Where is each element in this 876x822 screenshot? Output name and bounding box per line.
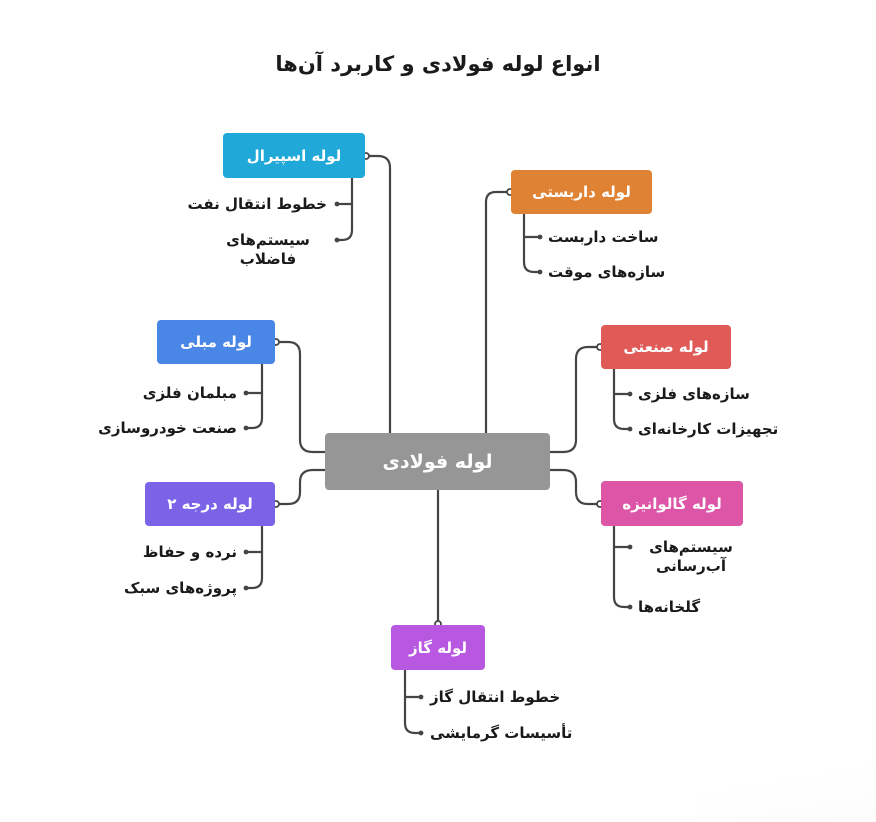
- center-node-label: لوله فولادی: [382, 450, 493, 473]
- leaf-gas-pipelines: خطوط انتقال گاز: [430, 688, 561, 706]
- connector-industrial: [548, 345, 601, 454]
- leaf-line: آب‌رسانی: [655, 557, 727, 575]
- node-grade2-pipe[interactable]: لوله درجه ۲: [145, 482, 275, 526]
- leaf-metal-structures: سازه‌های فلزی: [638, 385, 750, 403]
- leaf-line: سیستم‌های: [226, 231, 310, 249]
- diagram-title: انواع لوله فولادی و کاربرد آن‌ها: [275, 52, 601, 76]
- node-label: لوله مبلی: [180, 333, 252, 351]
- leaf-water-supply-systems: سیستم‌های آب‌رسانی: [636, 538, 746, 576]
- leaf-metal-furniture: مبلمان فلزی: [142, 384, 237, 402]
- node-label: لوله صنعتی: [623, 338, 709, 356]
- leaf-greenhouses: گلخانه‌ها: [638, 598, 701, 616]
- leaf-line: سیستم‌های: [649, 538, 733, 556]
- leaf-sewage-systems: سیستم‌های فاضلاب: [208, 231, 328, 269]
- leaf-automotive-industry: صنعت خودروسازی: [98, 419, 237, 437]
- node-industrial-pipe[interactable]: لوله صنعتی: [601, 325, 731, 369]
- leaf-scaffold-building: ساخت داربست: [548, 228, 659, 246]
- node-furniture-pipe[interactable]: لوله مبلی: [157, 320, 275, 364]
- connector-grade2: [275, 468, 327, 506]
- leaf-temporary-structures: سازه‌های موقت: [548, 263, 666, 281]
- leaf-factory-equipment: تجهیزات کارخانه‌ای: [638, 420, 779, 438]
- connector-furniture: [275, 340, 327, 454]
- leaf-line: فاضلاب: [239, 250, 297, 268]
- node-label: لوله گاز: [409, 638, 467, 657]
- node-galvanized-pipe[interactable]: لوله گالوانیزه: [601, 481, 743, 526]
- node-label: لوله اسپیرال: [246, 146, 342, 165]
- connector-spiral: [365, 154, 392, 435]
- node-label: لوله داربستی: [532, 183, 631, 201]
- leaf-light-projects: پروژه‌های سبک: [123, 579, 237, 597]
- leaf-heating-installations: تأسیسات گرمایشی: [430, 724, 573, 742]
- node-label: لوله گالوانیزه: [622, 494, 722, 513]
- leaf-railings-guards: نرده و حفاظ: [142, 543, 237, 561]
- connector-galvanized: [548, 468, 601, 506]
- node-scaffold-pipe[interactable]: لوله داربستی: [511, 170, 652, 214]
- node-gas-pipe[interactable]: لوله گاز: [391, 625, 485, 670]
- connector-scaffold: [484, 190, 511, 435]
- center-node[interactable]: لوله فولادی: [325, 433, 550, 490]
- node-spiral-pipe[interactable]: لوله اسپیرال: [223, 133, 365, 178]
- leaf-oil-pipelines: خطوط انتقال نفت: [187, 195, 328, 213]
- node-label: لوله درجه ۲: [167, 495, 253, 513]
